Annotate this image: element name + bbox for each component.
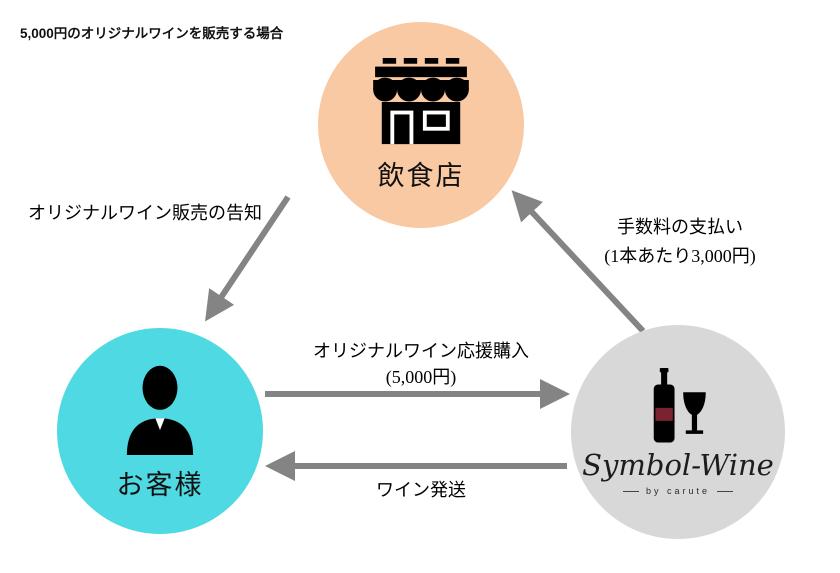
symbol-wine-byline: by carute bbox=[616, 486, 740, 496]
symbol-wine-brand-text: Symbol-Wine bbox=[582, 448, 774, 482]
node-customer-label: お客様 bbox=[116, 469, 204, 500]
label-purchase-line1: オリジナルワイン応援購入 bbox=[313, 341, 529, 361]
label-fee-line1: 手数料の支払い bbox=[617, 217, 743, 237]
node-symbol-wine: Symbol-Wine by carute bbox=[571, 325, 785, 539]
label-fee-payment: 手数料の支払い (1本あたり3,000円) bbox=[574, 213, 786, 271]
diagram-title: 5,000円のオリジナルワインを販売する場合 bbox=[20, 26, 284, 41]
node-restaurant-label: 飲食店 bbox=[377, 160, 465, 191]
person-icon bbox=[126, 365, 194, 455]
label-fee-line2: (1本あたり3,000円) bbox=[604, 246, 756, 266]
label-shipping: ワイン発送 bbox=[376, 480, 466, 500]
node-restaurant: 飲食店 bbox=[318, 22, 524, 228]
node-customer: お客様 bbox=[57, 328, 263, 534]
label-purchase: オリジナルワイン応援購入 (5,000円) bbox=[260, 338, 582, 390]
storefront-icon bbox=[373, 57, 469, 144]
wine-bottle-glass-icon bbox=[653, 368, 706, 443]
label-notice: オリジナルワイン販売の告知 bbox=[28, 203, 262, 223]
label-purchase-line2: (5,000円) bbox=[385, 367, 457, 387]
